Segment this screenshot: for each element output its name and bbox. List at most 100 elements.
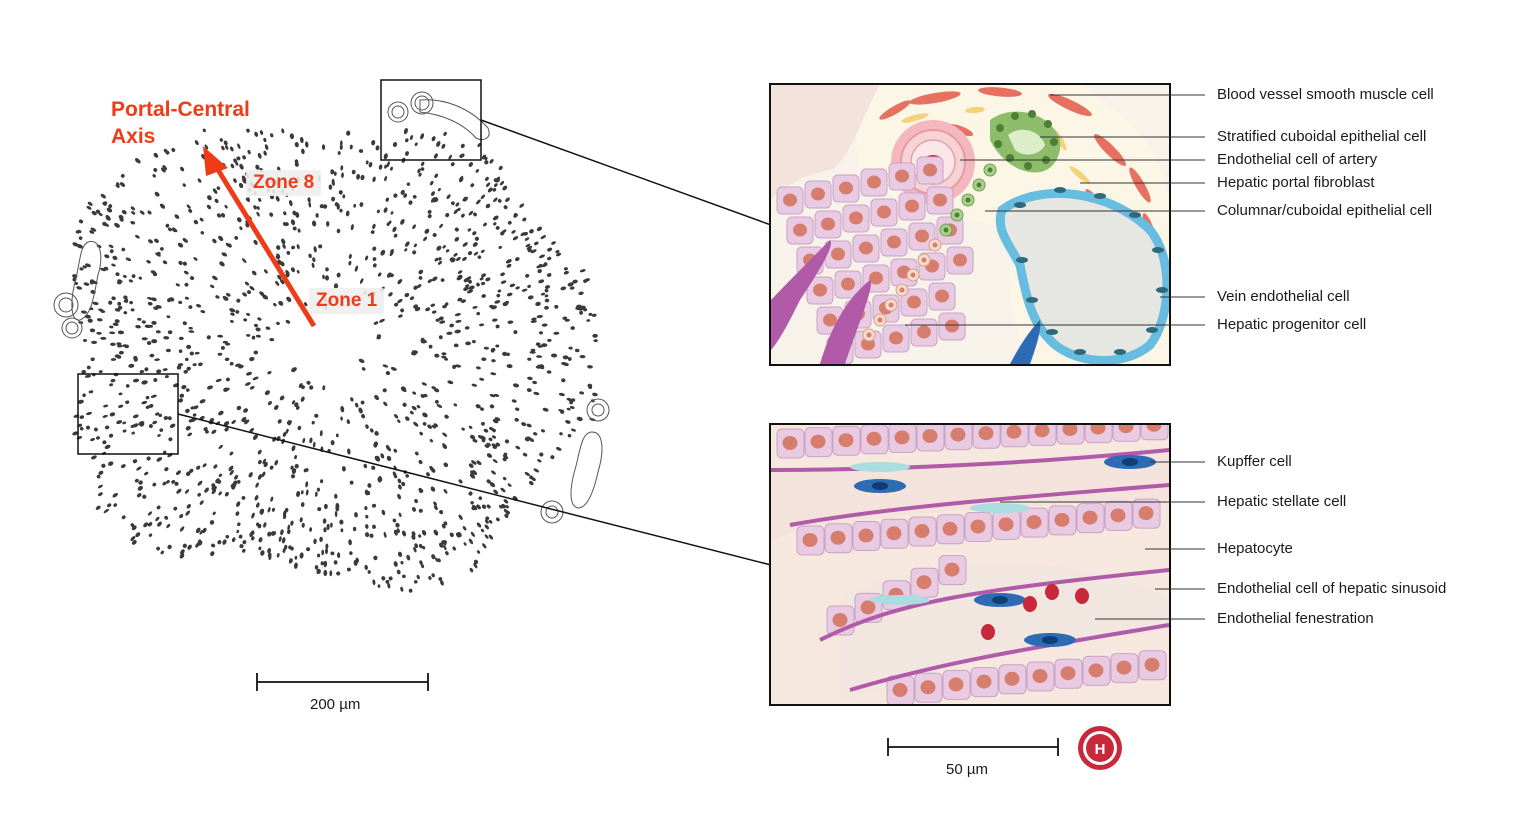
nucleus-dot	[250, 530, 255, 536]
nucleus-dot	[377, 584, 381, 588]
nucleus-dot	[301, 522, 305, 528]
nucleus-dot	[225, 342, 231, 346]
nucleus-dot	[358, 407, 363, 414]
hepatocyte-nucleus	[886, 526, 902, 541]
nucleus-dot	[200, 310, 206, 314]
nucleus-dot	[494, 300, 501, 304]
hepatocyte-nucleus	[830, 530, 846, 545]
nucleus-dot	[458, 175, 464, 182]
nucleus-dot	[471, 506, 476, 511]
vein-endothelial-nucleus	[1014, 202, 1026, 208]
nucleus-dot	[481, 294, 486, 298]
nucleus-dot	[171, 480, 176, 484]
nucleus-dot	[215, 378, 222, 383]
nucleus-dot	[244, 419, 250, 425]
nucleus-dot	[102, 414, 108, 418]
nucleus-dot	[569, 400, 574, 405]
nucleus-dot	[301, 385, 305, 390]
nucleus-dot	[277, 419, 282, 424]
nucleus-dot	[320, 561, 325, 566]
nucleus-dot	[372, 579, 376, 586]
nucleus-dot	[242, 540, 247, 545]
nucleus-dot	[256, 206, 260, 210]
nucleus-dot	[470, 501, 474, 505]
nucleus-dot	[476, 550, 481, 554]
duct-nucleus	[1044, 120, 1052, 128]
portal-panel-frame	[769, 83, 1171, 366]
nucleus-dot	[115, 223, 120, 228]
nucleus-dot	[166, 523, 171, 529]
nucleus-dot	[450, 162, 455, 167]
nucleus-dot	[235, 161, 239, 166]
nucleus-dot	[421, 530, 427, 536]
nucleus-dot	[132, 423, 139, 428]
nucleus-dot	[263, 522, 267, 528]
stellate-cell	[850, 462, 910, 472]
nucleus-dot	[536, 314, 543, 319]
hepatocyte-nucleus	[877, 205, 891, 219]
nucleus-dot	[147, 511, 153, 516]
nucleus-dot	[494, 417, 501, 421]
nucleus-dot	[72, 242, 79, 247]
nucleus-dot	[255, 482, 259, 488]
nucleus-dot	[103, 404, 109, 408]
nucleus-dot	[382, 364, 389, 368]
nucleus-dot	[336, 571, 341, 576]
label-hepatic-progenitor: Hepatic progenitor cell	[1217, 316, 1367, 333]
nucleus-dot	[290, 267, 296, 273]
nucleus-dot	[572, 279, 578, 284]
nucleus-dot	[112, 492, 118, 498]
nucleus-dot	[257, 474, 263, 480]
nucleus-dot	[218, 473, 223, 478]
nucleus-dot	[430, 467, 436, 473]
nucleus-dot	[256, 211, 260, 217]
nucleus-dot	[218, 444, 223, 450]
nucleus-dot	[422, 422, 427, 426]
nucleus-dot	[353, 203, 357, 208]
nucleus-dot	[463, 286, 469, 291]
nucleus-dot	[338, 190, 343, 195]
nucleus-dot	[199, 500, 204, 505]
hepatocyte-nucleus	[905, 199, 919, 213]
nucleus-dot	[544, 298, 550, 303]
nucleus-dot	[239, 226, 243, 231]
nucleus-dot	[412, 250, 417, 255]
lobule-nuclei	[72, 128, 598, 593]
nucleus-dot	[128, 363, 135, 368]
nucleus-dot	[398, 512, 402, 518]
nucleus-dot	[147, 522, 153, 527]
nucleus-dot	[468, 538, 474, 545]
nucleus-dot	[481, 421, 485, 426]
nucleus-dot	[340, 406, 345, 413]
nucleus-dot	[251, 536, 255, 541]
nucleus-dot	[360, 400, 365, 405]
nucleus-dot	[468, 425, 473, 429]
nucleus-dot	[349, 144, 353, 150]
nucleus-dot	[87, 318, 93, 323]
nucleus-dot	[262, 458, 267, 465]
nucleus-dot	[400, 560, 404, 565]
nucleus-dot	[285, 319, 291, 324]
nucleus-dot	[504, 439, 510, 444]
nucleus-dot	[246, 371, 252, 376]
nucleus-dot	[294, 555, 298, 560]
progenitor-nucleus	[866, 332, 872, 338]
nucleus-dot	[107, 503, 112, 508]
nucleus-dot	[457, 297, 463, 302]
nucleus-dot	[142, 494, 147, 499]
nucleus-dot	[371, 465, 376, 470]
nucleus-dot	[215, 295, 220, 299]
nucleus-dot	[194, 351, 200, 355]
nucleus-dot	[297, 425, 302, 431]
nucleus-dot	[267, 371, 272, 375]
nucleus-dot	[502, 301, 509, 307]
nucleus-dot	[559, 432, 563, 436]
nucleus-dot	[156, 546, 161, 551]
nucleus-dot	[214, 198, 219, 204]
nucleus-dot	[296, 244, 300, 250]
nucleus-dot	[89, 328, 96, 333]
nucleus-dot	[104, 254, 110, 259]
nucleus-dot	[323, 560, 328, 567]
nucleus-dot	[484, 160, 489, 165]
nucleus-dot	[122, 421, 127, 425]
